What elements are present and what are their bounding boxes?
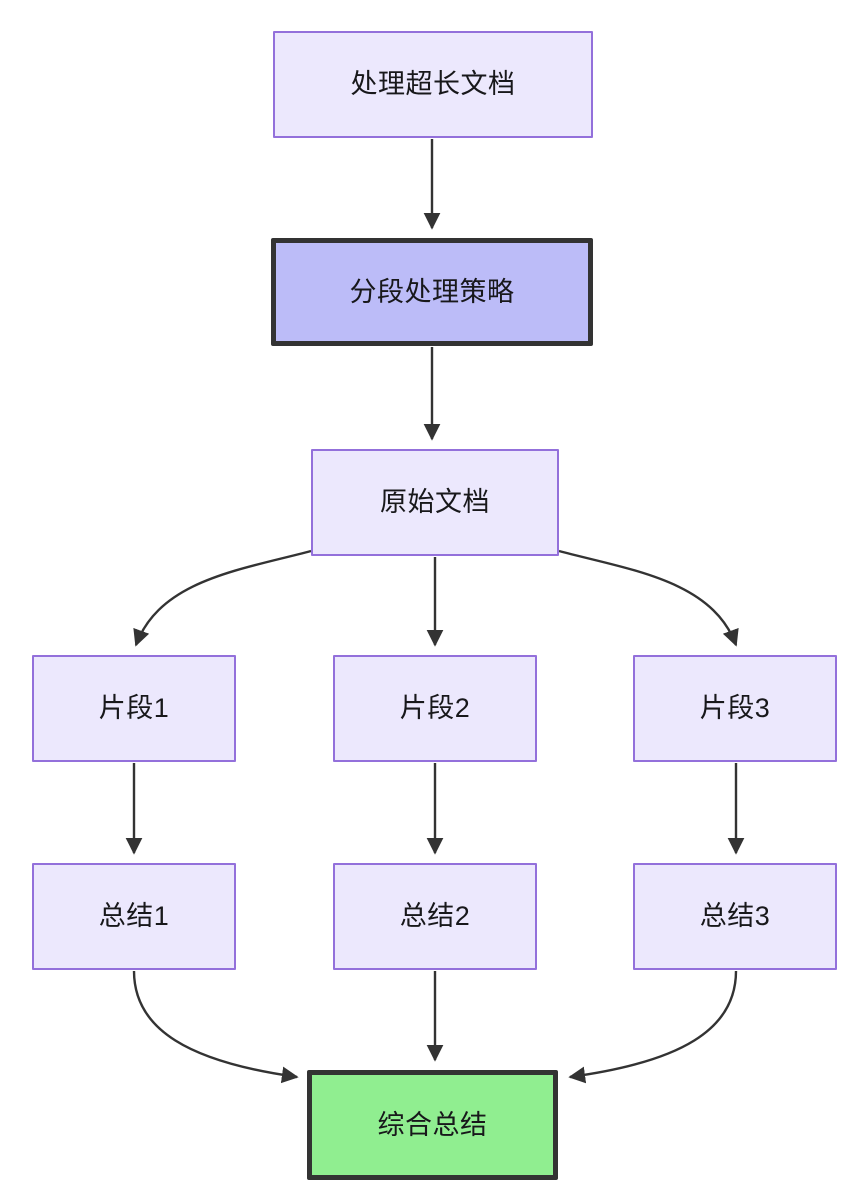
node-original-document[interactable]: 原始文档 [311, 449, 559, 556]
node-summary-3[interactable]: 总结3 [633, 863, 837, 970]
edge-n3-n4 [133, 549, 312, 647]
node-label: 分段处理策略 [349, 276, 515, 307]
node-label: 处理超长文档 [350, 69, 516, 100]
node-fragment-2[interactable]: 片段2 [333, 655, 537, 762]
node-label: 总结3 [699, 901, 771, 932]
edge-n3-n6 [558, 549, 739, 647]
node-label: 原始文档 [380, 487, 490, 518]
node-label: 片段2 [399, 693, 471, 724]
node-final-summary[interactable]: 综合总结 [307, 1070, 558, 1180]
node-process-long-document[interactable]: 处理超长文档 [273, 31, 593, 138]
node-label: 总结2 [399, 901, 471, 932]
node-label: 片段1 [98, 693, 170, 724]
node-summary-2[interactable]: 总结2 [333, 863, 537, 970]
node-fragment-1[interactable]: 片段1 [32, 655, 236, 762]
node-label: 综合总结 [377, 1109, 488, 1140]
edge-n9-n10 [568, 970, 738, 1084]
node-summary-1[interactable]: 总结1 [32, 863, 236, 970]
node-chunking-strategy[interactable]: 分段处理策略 [271, 238, 593, 346]
node-label: 总结1 [98, 901, 170, 932]
node-label: 片段3 [699, 693, 771, 724]
node-fragment-3[interactable]: 片段3 [633, 655, 837, 762]
edge-n7-n10 [132, 970, 299, 1084]
